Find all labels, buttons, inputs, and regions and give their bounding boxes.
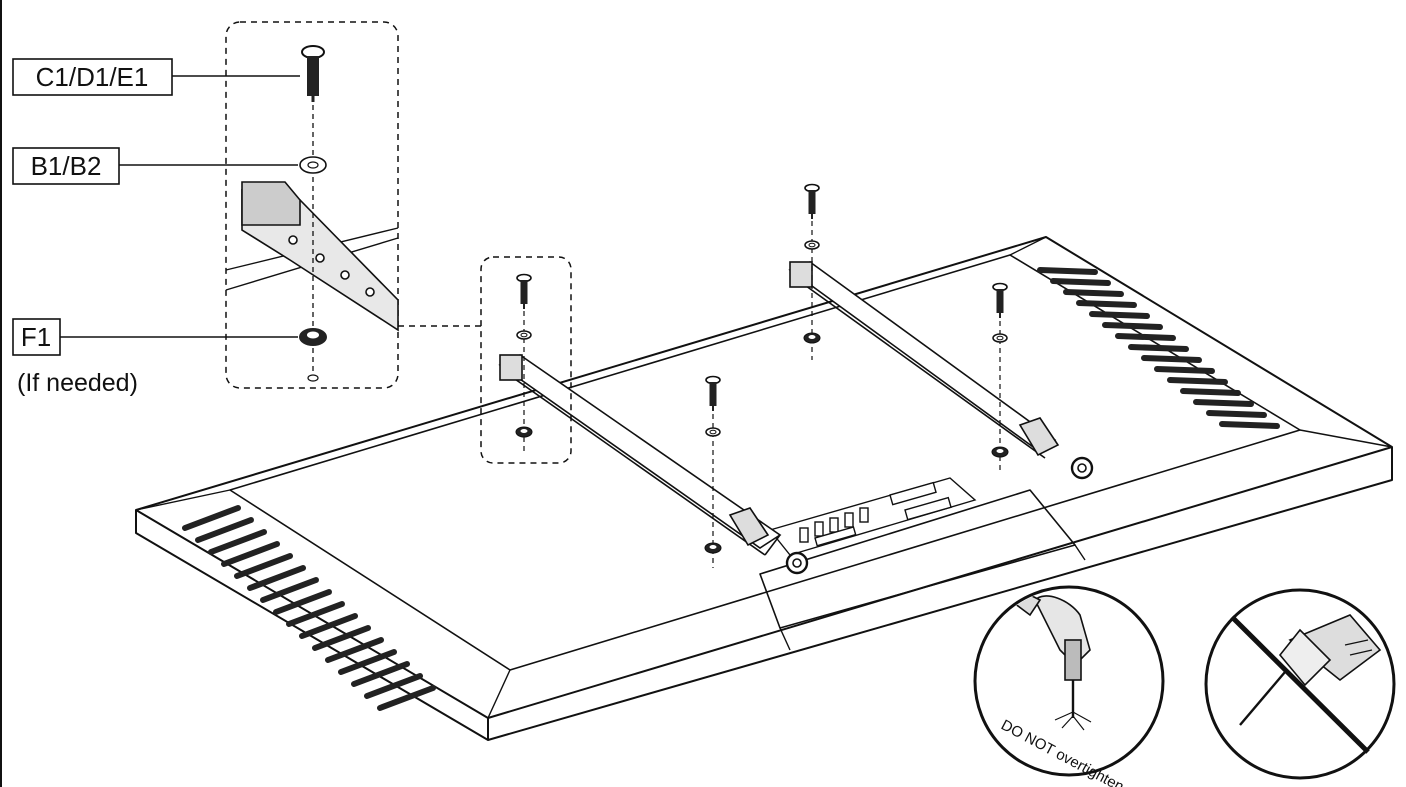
- svg-text:F1: F1: [21, 322, 51, 352]
- no-power-drill-icon: [1204, 588, 1396, 780]
- screw-stack: [803, 183, 821, 360]
- detail-bracket: [225, 181, 399, 332]
- label-nut: F1 (If needed): [12, 318, 298, 397]
- vent-left: [182, 505, 436, 711]
- bracket-right: [788, 261, 1094, 480]
- detail-washer-icon: [299, 156, 327, 174]
- terminal-board: [768, 477, 977, 556]
- detail-nut-icon: [299, 328, 327, 382]
- tv-back-panel: [135, 236, 1393, 741]
- detail-screw-icon: [301, 45, 325, 102]
- screw-stack: [704, 375, 722, 568]
- bracket-left: [498, 354, 809, 575]
- warning-hand-screwdriver: DO NOT overtighten: [973, 585, 1165, 787]
- label-washer: B1/B2: [12, 147, 298, 185]
- svg-text:C1/D1/E1: C1/D1/E1: [36, 62, 149, 92]
- vent-right: [1037, 267, 1280, 429]
- screw-stack: [991, 282, 1009, 472]
- svg-text:B1/B2: B1/B2: [31, 151, 102, 181]
- detail-highlight-box: [480, 256, 572, 464]
- svg-text:(If needed): (If needed): [17, 369, 138, 397]
- label-screw: C1/D1/E1: [12, 58, 300, 96]
- screw-stack: [515, 273, 533, 455]
